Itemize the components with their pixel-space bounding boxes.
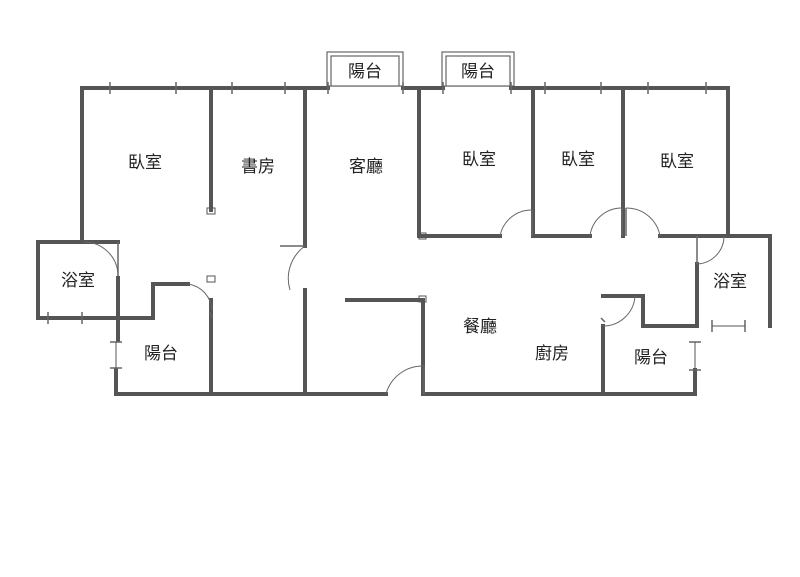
room-label-bedroom-1: 臥室 [128,153,162,173]
room-label-balcony-right: 陽台 [634,348,668,368]
room-label-study: 書房 [241,157,275,177]
walls [36,86,772,396]
room-label-bedroom-4: 臥室 [660,152,694,172]
room-label-bathroom-left: 浴室 [61,271,95,291]
room-label-bedroom-3: 臥室 [561,150,595,170]
room-label-balcony-top-2: 陽台 [461,62,495,82]
room-label-balcony-left: 陽台 [144,344,178,364]
door-swings [83,207,725,395]
balcony-top-1-frame [326,51,404,87]
column-markers [206,207,427,303]
window-marks [47,82,746,371]
room-label-bathroom-right: 浴室 [713,272,747,292]
room-label-balcony-top-1: 陽台 [348,62,382,82]
room-label-living-room: 客廳 [349,157,383,177]
room-label-kitchen: 廚房 [535,343,569,364]
room-label-dining-room: 餐廳 [463,317,497,337]
room-label-bedroom-2: 臥室 [462,150,496,170]
balcony-top-2-frame [441,51,515,87]
